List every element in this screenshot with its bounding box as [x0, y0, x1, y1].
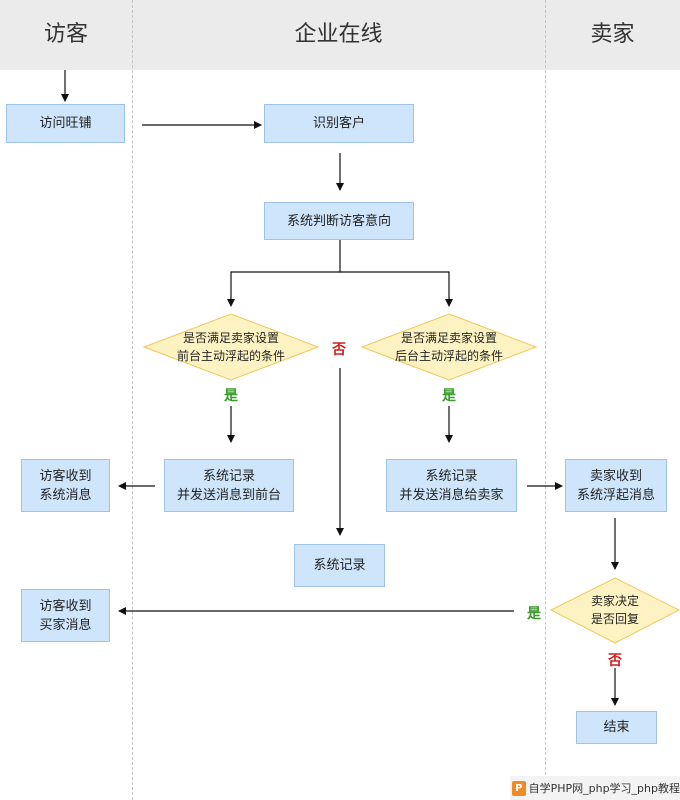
label-no-reply: 否: [608, 653, 622, 669]
node-visitor-receive-seller: 访客收到 买家消息: [21, 589, 110, 642]
lane-title-seller: 卖家: [590, 22, 635, 47]
node-system-record: 系统记录: [294, 544, 385, 587]
diamond-cond-front: [142, 313, 320, 381]
node-end: 结束: [576, 711, 657, 744]
node-judge-intent: 系统判断访客意向: [264, 202, 414, 240]
watermark: P 自学PHP网_php学习_php教程: [510, 776, 680, 800]
label-yes-back: 是: [442, 388, 456, 404]
lane-title-online: 企业在线: [294, 22, 383, 47]
arrow-judge-to-cond-back: [340, 271, 453, 307]
diamond-decide-reply: [549, 577, 680, 644]
label-yes-reply: 是: [527, 606, 541, 622]
lane-title-visitor: 访客: [43, 22, 88, 47]
node-cond-front: 是否满足卖家设置 前台主动浮起的条件: [176, 331, 285, 363]
node-record-send-front: 系统记录 并发送消息到前台: [164, 459, 294, 512]
node-cond-back: 是否满足卖家设置 后台主动浮起的条件: [394, 331, 503, 363]
node-visitor-receive-system: 访客收到 系统消息: [21, 459, 110, 512]
lane-divider-left: [132, 0, 133, 800]
label-no-center: 否: [332, 342, 346, 358]
lane-divider-right: [545, 0, 546, 800]
node-record-send-seller: 系统记录 并发送消息给卖家: [386, 459, 517, 512]
lane-header-band: [0, 0, 680, 70]
watermark-text: 自学PHP网_php学习_php教程: [528, 782, 680, 795]
label-yes-front: 是: [224, 388, 238, 404]
arrow-judge-to-cond-front: [227, 240, 341, 307]
node-seller-receive-float: 卖家收到 系统浮起消息: [565, 459, 667, 512]
watermark-logo-icon: P: [512, 780, 526, 796]
diamond-cond-back: [360, 313, 538, 381]
node-visit-shop: 访问旺铺: [6, 104, 125, 143]
node-identify-customer: 识别客户: [264, 104, 414, 143]
node-seller-decide-reply: 卖家决定 是否回复: [590, 594, 639, 626]
